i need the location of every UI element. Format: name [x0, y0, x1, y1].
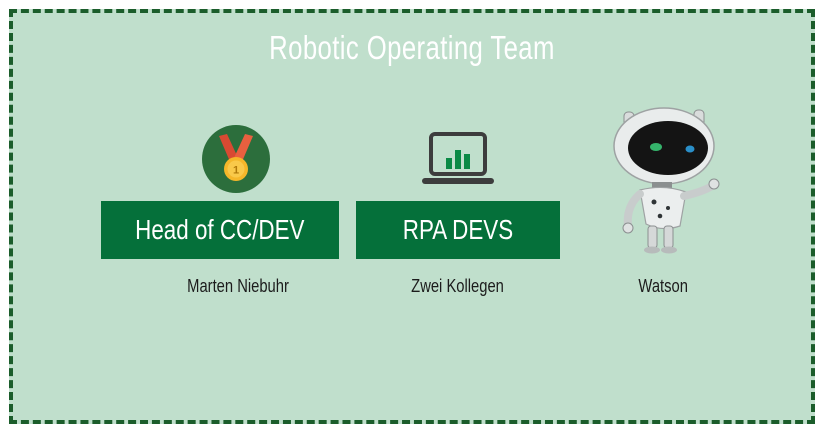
role-label: Head of CC/DEV	[135, 214, 305, 245]
member-name-zwei-kollegen: Zwei Kollegen	[411, 276, 505, 296]
svg-text:1: 1	[233, 165, 239, 177]
member-name-marten-niebuhr: Marten Niebuhr	[187, 276, 289, 296]
role-box-head-of-cc-dev: Head of CC/DEV	[101, 201, 339, 259]
role-box-rpa-devs: RPA DEVS	[356, 201, 560, 259]
member-name-watson: Watson	[638, 276, 688, 296]
robot-icon	[613, 107, 720, 254]
laptop-chart-icon	[422, 132, 494, 184]
diagram-title: Robotic Operating Team	[269, 29, 555, 66]
medal-icon: 1	[202, 125, 270, 193]
role-label: RPA DEVS	[402, 214, 514, 245]
